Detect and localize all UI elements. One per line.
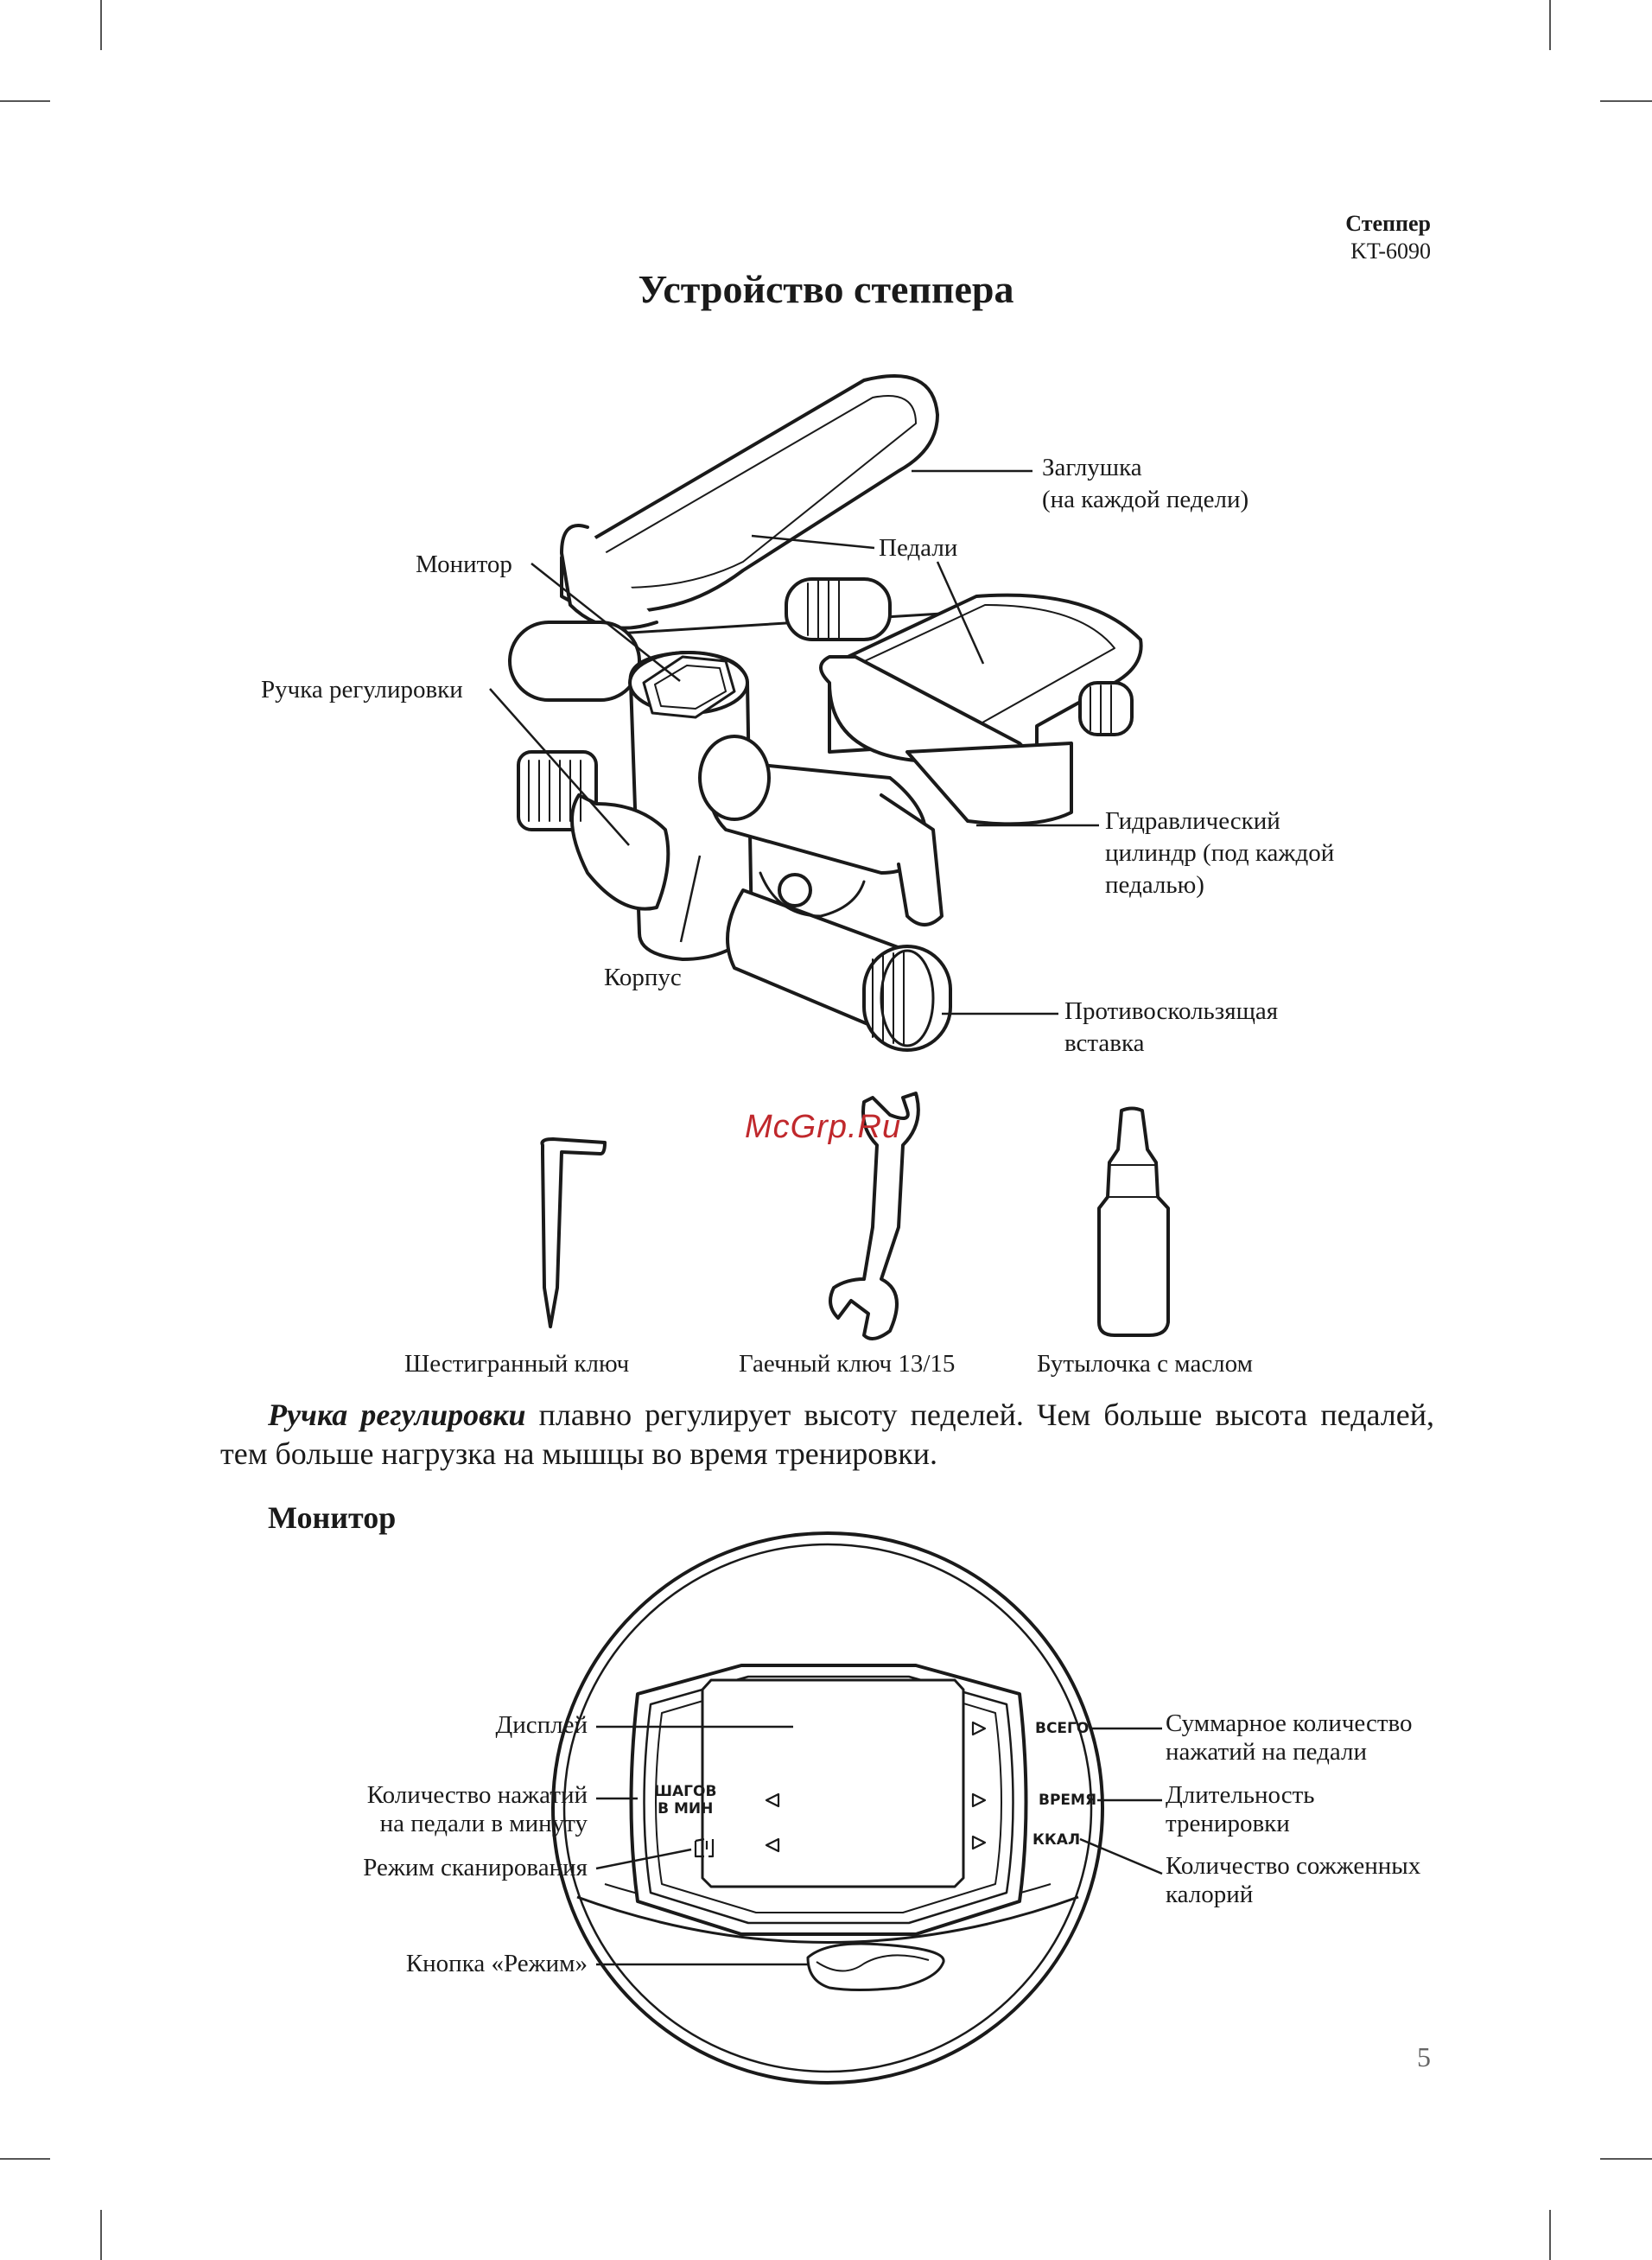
label-cylinder: Гидравлический цилиндр (под каждой педал… — [1105, 805, 1334, 901]
monitor-panel-time: ВРЕМЯ — [1039, 1792, 1097, 1809]
label-antislip-line2: вставка — [1064, 1029, 1145, 1057]
crop-mark — [1600, 100, 1652, 102]
section-title: Монитор — [268, 1500, 397, 1535]
label-knob: Ручка регулировки — [261, 676, 463, 703]
crop-mark — [100, 2210, 102, 2260]
label-oil-bottle: Бутылочка с маслом — [1037, 1350, 1253, 1378]
watermark: McGrp.Ru — [745, 1109, 902, 1145]
label-time-line1: Длительность — [1166, 1781, 1315, 1809]
label-spm-line2: на педали в минуту — [379, 1810, 588, 1837]
label-cylinder-line3: педалью) — [1105, 871, 1204, 899]
page-number: 5 — [1417, 2041, 1431, 2072]
crop-mark — [0, 2158, 50, 2160]
monitor-panel-spm-line2: В МИН — [658, 1800, 714, 1818]
label-spm-line1: Количество нажатий — [366, 1781, 588, 1809]
label-spm: Количество нажатий на педали в минуту — [367, 1781, 588, 1838]
label-body: Корпус — [604, 964, 682, 991]
label-time: Длительность тренировки — [1166, 1781, 1315, 1838]
monitor-panel-kcal: ККАЛ — [1032, 1831, 1081, 1849]
label-antislip: Противоскользящая вставка — [1064, 996, 1278, 1060]
label-time-line2: тренировки — [1166, 1810, 1290, 1837]
label-scan: Режим сканирования — [363, 1854, 588, 1881]
monitor-panel-spm: ШАГОВ В МИН — [654, 1783, 716, 1818]
label-kcal-line1: Количество сожженных — [1166, 1852, 1421, 1880]
label-antislip-line1: Противоскользящая — [1064, 997, 1279, 1025]
label-hex-key: Шестигранный ключ — [404, 1350, 630, 1378]
page-title: Устройство степпера — [638, 267, 1014, 311]
monitor-panel-spm-line1: ШАГОВ — [654, 1783, 717, 1800]
label-kcal-line2: калорий — [1166, 1881, 1254, 1908]
label-pedals: Педали — [879, 534, 958, 562]
label-total: Суммарное количество нажатий на педали — [1166, 1709, 1413, 1767]
label-monitor: Монитор — [416, 551, 512, 578]
label-mode-button: Кнопка «Режим» — [405, 1950, 588, 1977]
body-paragraph: Ручка регулировки плавно регулирует высо… — [220, 1396, 1434, 1474]
label-total-line2: нажатий на педали — [1166, 1738, 1368, 1766]
monitor-panel-total: ВСЕГО — [1035, 1720, 1090, 1737]
crop-mark — [100, 0, 102, 50]
header-product: Степпер — [1345, 211, 1431, 236]
label-wrench: Гаечный ключ 13/15 — [739, 1350, 956, 1378]
label-plug-line1: Заглушка — [1042, 454, 1142, 481]
label-cylinder-line1: Гидравлический — [1105, 807, 1280, 835]
label-cylinder-line2: цилиндр (под каждой — [1105, 839, 1335, 867]
crop-mark — [1549, 0, 1551, 50]
label-kcal: Количество сожженных калорий — [1166, 1852, 1420, 1909]
paragraph-bold: Ручка регулировки — [268, 1397, 526, 1432]
paragraph-text: плавно регулирует высоту педелей. Чем бо… — [220, 1397, 1435, 1471]
crop-mark — [1600, 2158, 1652, 2160]
crop-mark — [0, 100, 50, 102]
label-total-line1: Суммарное количество — [1166, 1709, 1413, 1737]
crop-mark — [1549, 2210, 1551, 2260]
header-model: KT-6090 — [1350, 239, 1431, 264]
label-plug-line2: (на каждой педели) — [1042, 486, 1249, 513]
label-display: Дисплей — [495, 1711, 588, 1739]
label-plug: Заглушка (на каждой педели) — [1042, 452, 1249, 516]
